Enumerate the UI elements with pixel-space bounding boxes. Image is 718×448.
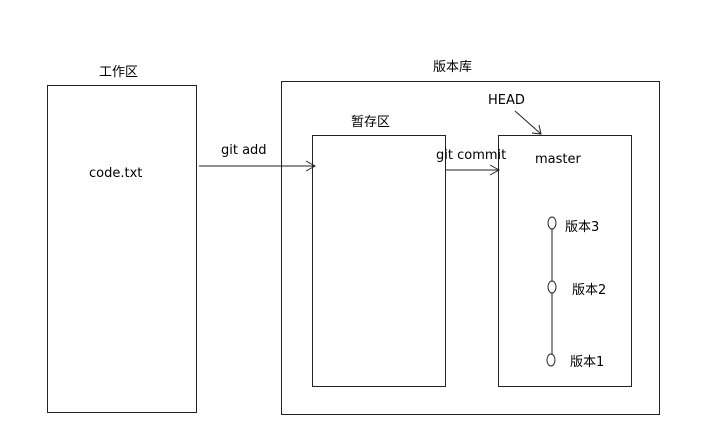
- file-name: code.txt: [89, 166, 143, 181]
- version-node-1: [546, 353, 556, 367]
- repository-title: 版本库: [433, 60, 473, 75]
- git-add-arrowhead: [305, 160, 317, 172]
- workspace-title: 工作区: [99, 65, 139, 80]
- head-arrowhead: [531, 124, 542, 135]
- head-arrow: [514, 110, 542, 135]
- git-add-label: git add: [221, 143, 267, 158]
- branch-name: master: [535, 152, 581, 167]
- git-commit-label: git commit: [436, 148, 507, 163]
- git-commit-arrowhead: [489, 164, 501, 176]
- master-box: [498, 135, 632, 387]
- repository-box: [281, 81, 660, 415]
- version-label-3: 版本3: [565, 220, 600, 235]
- stage-box: [312, 135, 446, 387]
- version-node-3: [547, 216, 557, 230]
- version-node-2: [547, 280, 557, 294]
- version-label-1: 版本1: [570, 355, 605, 370]
- workspace-box: [47, 85, 197, 413]
- head-label: HEAD: [488, 93, 525, 108]
- version-label-2: 版本2: [572, 283, 607, 298]
- stage-title: 暂存区: [351, 115, 391, 130]
